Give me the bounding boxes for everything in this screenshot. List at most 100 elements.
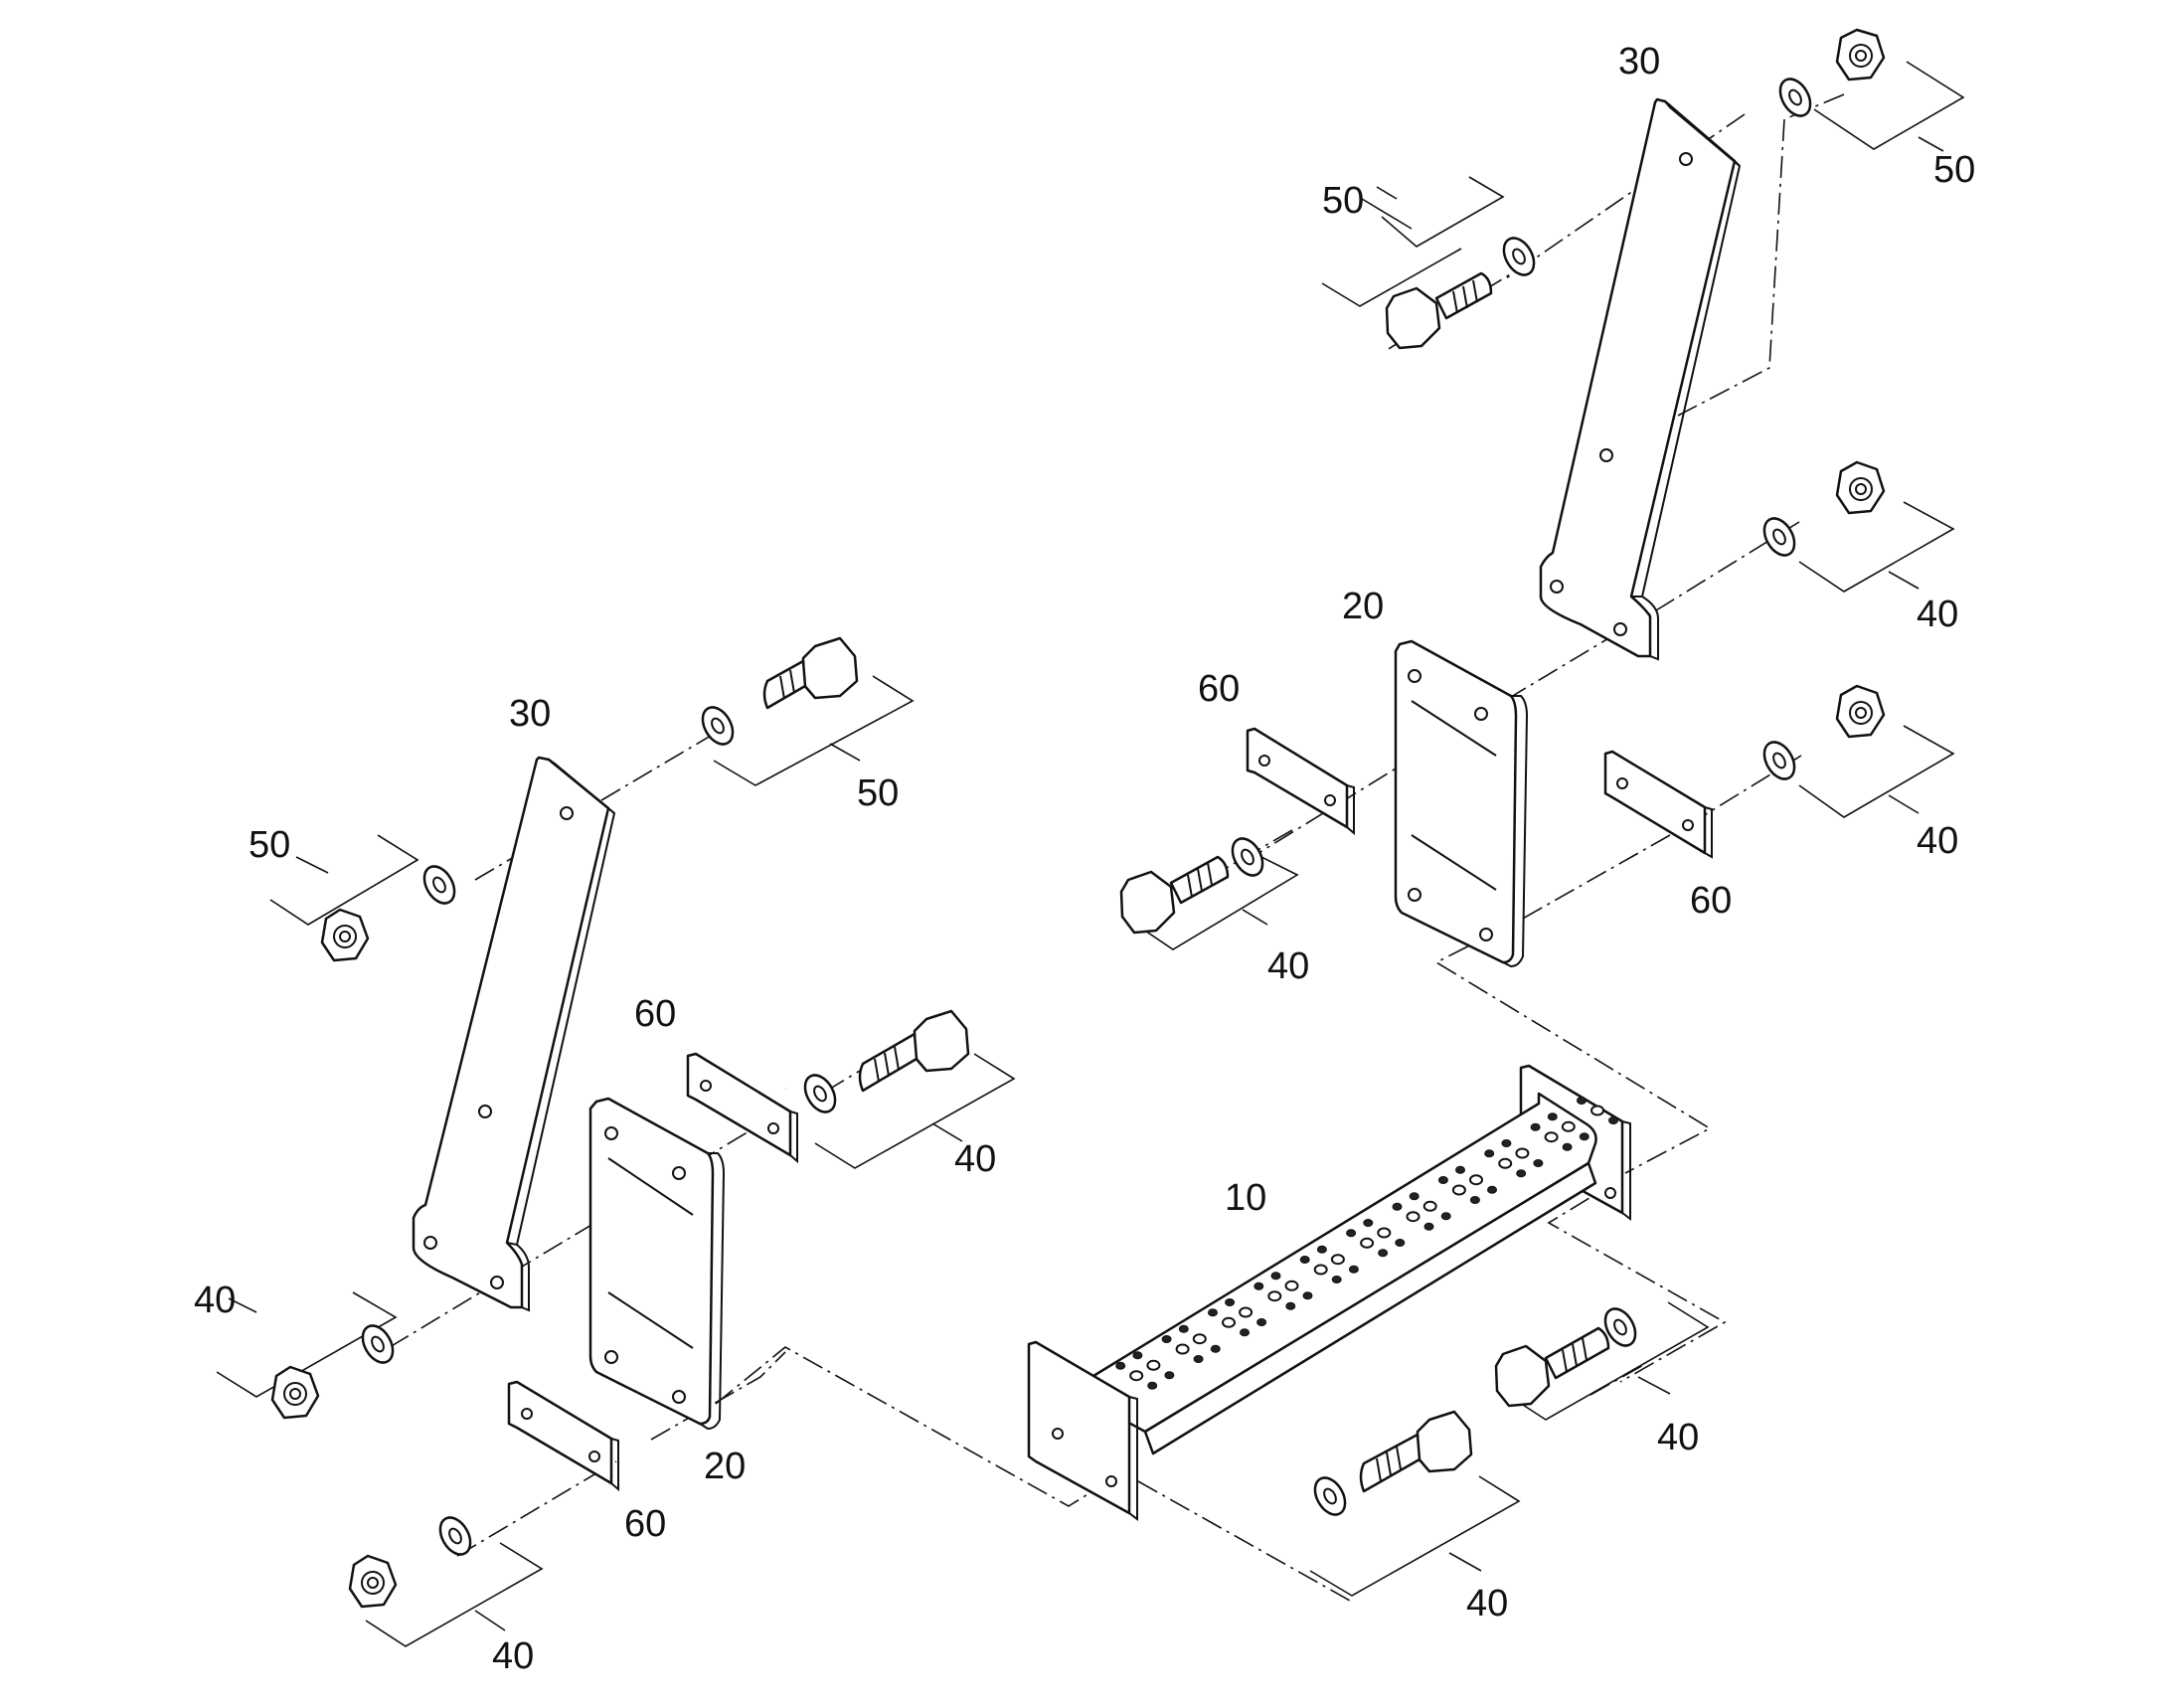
perforation-hole	[1377, 1227, 1392, 1239]
callout-nut-right-bracket-bottom: 40	[1917, 594, 1958, 635]
strip-right-right	[1603, 750, 1713, 859]
washer	[1762, 517, 1796, 557]
perforation-hole	[1225, 1298, 1236, 1306]
perforation-hole	[1579, 1132, 1589, 1141]
perforation-hole	[1132, 1351, 1143, 1360]
perforation-hole	[1240, 1328, 1250, 1337]
washer	[361, 1324, 395, 1364]
strip-right-left	[1246, 727, 1355, 836]
strip-left-bottom	[507, 1380, 619, 1492]
perforation-hole	[1577, 1097, 1587, 1105]
perforation-hole	[1530, 1122, 1541, 1131]
perforation-hole	[1360, 1237, 1375, 1249]
hex-bolt	[762, 636, 859, 710]
perforation-hole	[1422, 1200, 1437, 1212]
bracket-left	[412, 756, 616, 1312]
perforation-hole	[1346, 1229, 1357, 1238]
perforation-hole	[1285, 1301, 1296, 1310]
washer	[701, 706, 735, 746]
callout-nut-left-top: 50	[249, 824, 290, 866]
perforation-hole	[1498, 1157, 1513, 1169]
callout-bolt-right-plate: 40	[1267, 945, 1309, 987]
perforation-hole	[1330, 1254, 1345, 1266]
hex-nut	[270, 1365, 320, 1420]
perforation-hole	[1302, 1291, 1313, 1300]
perforation-hole	[1210, 1344, 1221, 1353]
perforation-hole	[1161, 1335, 1172, 1343]
perforation-hole	[1115, 1361, 1126, 1370]
hex-bolt	[858, 1009, 970, 1093]
perforation-hole	[1267, 1290, 1282, 1302]
perforation-hole	[1208, 1308, 1218, 1317]
hex-bolt	[1119, 855, 1230, 935]
callout-nut-left-bracket-bottom: 40	[194, 1280, 236, 1321]
perforation-hole	[1608, 1116, 1618, 1124]
callout-bracket-right: 30	[1618, 41, 1660, 83]
perforation-hole	[1129, 1370, 1144, 1382]
hex-nut	[320, 908, 370, 962]
perforation-hole	[1451, 1184, 1466, 1196]
perforation-hole	[1147, 1381, 1158, 1390]
perforation-hole	[1299, 1256, 1310, 1264]
perforation-hole	[1178, 1324, 1189, 1333]
perforation-hole	[1348, 1265, 1359, 1274]
perforation-hole	[1395, 1239, 1406, 1247]
perforation-hole	[1192, 1333, 1207, 1345]
hex-nut	[1835, 684, 1886, 739]
washer	[1231, 837, 1264, 877]
washer	[1502, 237, 1536, 276]
perforation-hole	[1437, 1176, 1448, 1184]
callout-bolt-left-top: 50	[857, 772, 899, 814]
hex-nuts	[270, 28, 1886, 1609]
callout-bolt-left-strip: 40	[954, 1138, 996, 1180]
perforation-hole	[1146, 1359, 1161, 1371]
perforation-hole	[1175, 1343, 1190, 1355]
callout-bolt-right-top: 50	[1322, 180, 1364, 222]
strip-left-top	[686, 1052, 798, 1164]
perforation-hole	[1515, 1147, 1530, 1159]
hex-bolt	[1359, 1410, 1473, 1493]
perforation-hole	[1484, 1149, 1495, 1158]
perforation-hole	[1392, 1202, 1403, 1211]
perforation-hole	[1254, 1281, 1264, 1290]
washer	[438, 1516, 472, 1556]
washer	[1603, 1307, 1637, 1347]
hex-bolts	[762, 271, 1610, 1493]
perforation-hole	[1547, 1112, 1558, 1121]
perforation-hole	[1455, 1165, 1465, 1174]
callout-nut-right-strip: 40	[1917, 820, 1958, 862]
plate-left	[588, 1097, 726, 1431]
perforation-hole	[1284, 1280, 1299, 1291]
callout-bracket-left: 30	[509, 693, 551, 735]
perforation-hole	[1562, 1142, 1573, 1151]
perforation-hole	[1544, 1131, 1559, 1143]
perforation-hole	[1469, 1196, 1480, 1204]
perforation-hole	[1378, 1249, 1389, 1258]
washer	[1778, 78, 1812, 117]
washer	[422, 865, 456, 905]
perforation-hole	[1487, 1185, 1497, 1194]
callout-nut-right-top: 50	[1933, 149, 1975, 191]
perforation-hole	[1533, 1159, 1544, 1167]
hex-nut	[1835, 460, 1886, 515]
perforation-hole	[1440, 1212, 1451, 1221]
callout-labels: 10 20 20 30 30 60 60 60 60 50 50 50 50 4…	[194, 41, 1975, 1677]
washers	[361, 78, 1812, 1556]
callout-strip-right-left: 60	[1198, 668, 1240, 710]
perforation-hole	[1409, 1192, 1420, 1201]
callout-plate-right: 20	[1342, 586, 1384, 627]
perforation-hole	[1561, 1120, 1576, 1132]
callout-nut-left-strip: 40	[492, 1635, 534, 1677]
perforation-hole	[1193, 1355, 1204, 1363]
perforation-hole	[1516, 1169, 1527, 1178]
washer	[1762, 741, 1796, 780]
washer	[1313, 1476, 1347, 1516]
perforation-hole	[1590, 1105, 1604, 1116]
perforation-hole	[1469, 1174, 1483, 1186]
washer	[803, 1074, 837, 1113]
callout-strip-right-right: 60	[1690, 880, 1732, 922]
hex-bolt	[1494, 1326, 1610, 1408]
callout-strip-left-top: 60	[634, 993, 676, 1035]
